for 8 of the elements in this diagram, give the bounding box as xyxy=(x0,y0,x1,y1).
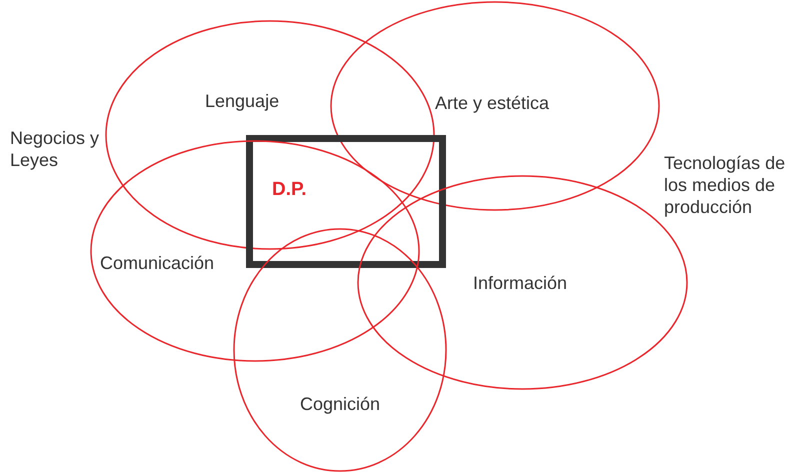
region-label: Lenguaje xyxy=(205,90,280,112)
region-label: Cognición xyxy=(300,393,380,415)
region-label: Información xyxy=(473,272,568,294)
region-label: Arte y estética xyxy=(435,92,550,114)
region-label: Comunicación xyxy=(100,252,214,274)
side-label: Negocios y Leyes xyxy=(10,127,100,171)
center-label: D.P. xyxy=(272,179,307,201)
side-label: Tecnologías de los medios de producción xyxy=(664,152,786,218)
